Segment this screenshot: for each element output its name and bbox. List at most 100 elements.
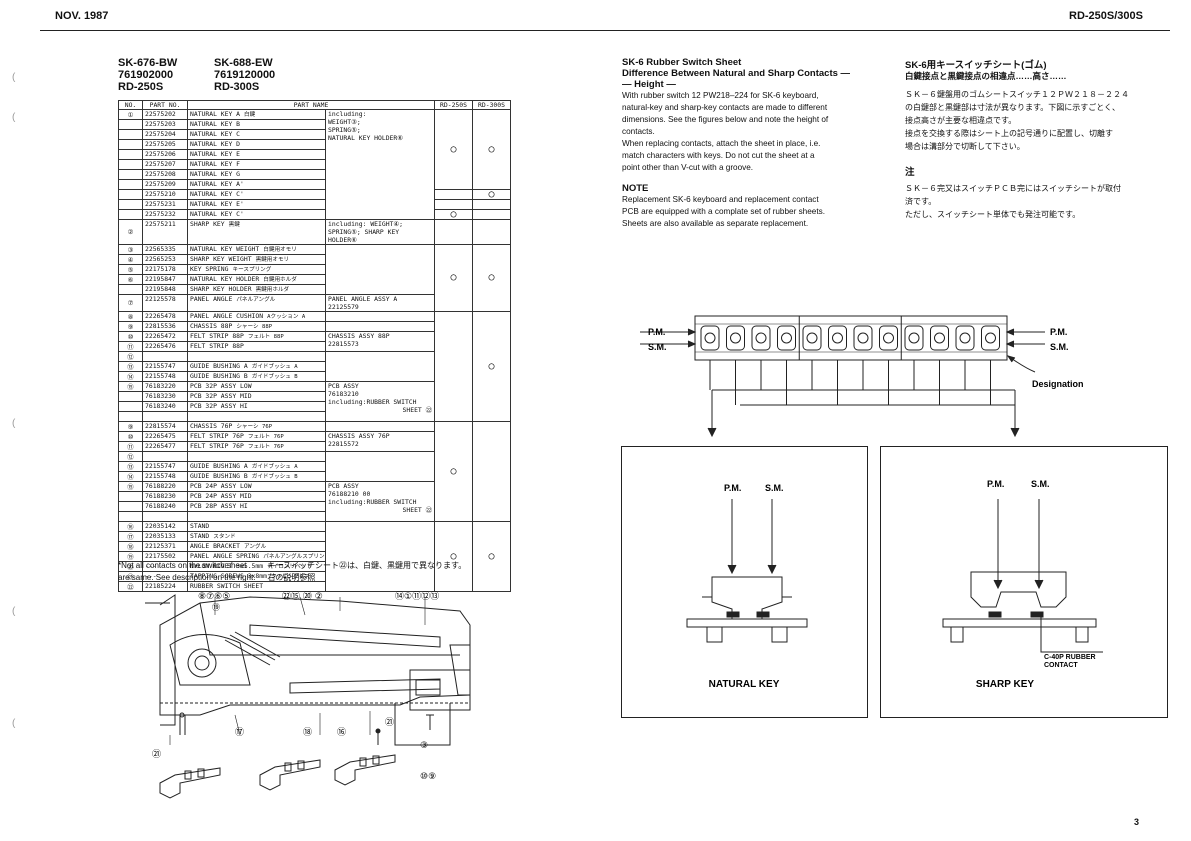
part-index: ⑩ <box>118 331 143 342</box>
part-number: 76183220 <box>142 381 188 392</box>
rubber-pad <box>853 325 873 351</box>
rubber-pad-contact <box>934 332 945 344</box>
rubber-pad <box>802 325 822 351</box>
part-number: 22575232 <box>142 209 188 220</box>
rubber-pad <box>700 325 720 351</box>
part-index: ⑫ <box>118 451 143 462</box>
rubber-pad-contact <box>755 332 767 344</box>
rubber-pad <box>777 325 796 351</box>
header-date: NOV. 1987 <box>55 10 109 22</box>
svg-text:S.M.: S.M. <box>648 342 667 352</box>
part-number: 22575211 <box>142 219 188 245</box>
part-number: 22265476 <box>142 341 188 352</box>
part-number: 22265475 <box>142 431 188 442</box>
part-index <box>118 129 143 140</box>
rd250s-mark <box>434 311 474 422</box>
svg-text:S.M.: S.M. <box>1050 342 1069 352</box>
part-number: 22155747 <box>142 361 188 372</box>
part-number: 22575208 <box>142 169 188 180</box>
part-index <box>118 199 143 210</box>
part-number: 22155747 <box>142 461 188 472</box>
part-number: 22195847 <box>142 274 188 285</box>
part-index: ⑨ <box>118 321 143 332</box>
part-name: NATURAL KEY C' <box>187 189 326 200</box>
part-number: 22265478 <box>142 311 188 322</box>
rd250s-mark <box>434 199 474 210</box>
part-name: PCB 32P ASSY MID <box>187 391 326 402</box>
rubber-pad <box>828 325 847 351</box>
svg-text:⑧⑦⑥⑤: ⑧⑦⑥⑤ <box>198 592 230 602</box>
part-name: NATURAL KEY F <box>187 159 326 170</box>
part-index <box>118 159 143 170</box>
part-name: NATURAL KEY E' <box>187 199 326 210</box>
models-left: SK-676-BW 761902000 RD-250S <box>118 57 178 93</box>
part-index: ⑭ <box>118 371 143 382</box>
rd300s-mark: ○ <box>472 189 512 200</box>
svg-text:⑭①⑪⑫⑬: ⑭①⑪⑫⑬ <box>395 591 439 602</box>
part-number: 22035133 <box>142 531 188 542</box>
part-index: ⑥ <box>118 274 143 285</box>
models-right: SK-688-EW 7619120000 RD-300S <box>214 57 276 93</box>
rubber-pad-contact <box>883 332 894 344</box>
svg-text:㉒⑮ ⑳ ②: ㉒⑮ ⑳ ② <box>282 591 323 602</box>
part-number: 22575209 <box>142 179 188 190</box>
svg-text:Designation: Designation <box>1032 379 1084 389</box>
part-number <box>142 511 188 522</box>
sharp-key-contact-drawing: P.M. S.M. C-40P RUBBER CONTACT SHARP KEY <box>942 479 1103 690</box>
svg-text:⑯: ⑯ <box>337 727 346 738</box>
svg-text:S.M.: S.M. <box>765 483 784 493</box>
rd250s-mark: ○ <box>434 109 474 190</box>
part-index <box>118 501 143 512</box>
svg-text:C-40P RUBBER: C-40P RUBBER <box>1044 654 1096 661</box>
part-remark <box>324 244 436 295</box>
part-index <box>118 391 143 402</box>
part-name: NATURAL KEY A' <box>187 179 326 190</box>
part-index <box>118 189 143 200</box>
part-name: PCB 32P ASSY HI <box>187 401 326 412</box>
part-name <box>187 451 326 462</box>
part-number <box>142 451 188 462</box>
page-number: 3 <box>1133 817 1139 827</box>
part-number: 22125371 <box>142 541 188 552</box>
part-name: NATURAL KEY C <box>187 129 326 140</box>
jp-note-title: 注 <box>905 167 915 178</box>
rubber-pad <box>751 325 771 351</box>
note-title: NOTE <box>622 183 649 194</box>
part-name: PCB 28P ASSY HI <box>187 501 326 512</box>
part-index: ⑭ <box>118 471 143 482</box>
part-name: PCB 24P ASSY MID <box>187 491 326 502</box>
part-index: ⑫ <box>118 351 143 362</box>
part-number: 22575231 <box>142 199 188 210</box>
part-remark <box>324 351 436 382</box>
part-number: 22575207 <box>142 159 188 170</box>
part-index: ⑮ <box>118 481 143 492</box>
rubber-pad-contact <box>781 332 792 344</box>
part-number: 22125578 <box>142 294 188 312</box>
rd250s-mark <box>434 219 474 245</box>
part-number: 22195848 <box>142 284 188 295</box>
part-index: ⑬ <box>118 461 143 472</box>
rubber-pad <box>904 325 924 351</box>
part-number: 76183230 <box>142 391 188 402</box>
part-number: 22565335 <box>142 244 188 255</box>
part-number: 22575203 <box>142 119 188 130</box>
svg-text:⑲: ⑲ <box>212 603 220 612</box>
part-number: 76188220 <box>142 481 188 492</box>
part-index <box>118 179 143 190</box>
